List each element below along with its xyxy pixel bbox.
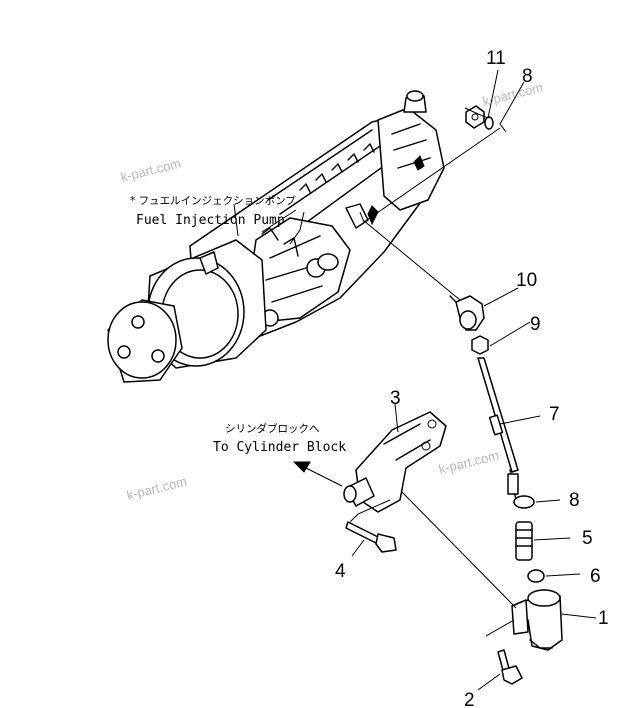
ball-joint-10 (449, 295, 485, 331)
callout-7: 7 (549, 404, 560, 425)
nut-9 (471, 335, 489, 355)
cylinder-block-label-en: To Cylinder Block (213, 440, 346, 455)
watermark: k-part.com (437, 448, 500, 477)
callout-2: 2 (464, 690, 475, 708)
callout-11: 11 (486, 48, 506, 69)
callout-10: 10 (516, 270, 537, 291)
leader-lines (233, 69, 597, 691)
pump-label-en: Fuel Injection Pump (136, 213, 285, 228)
stop-body-1 (511, 589, 563, 651)
cylinder-block-label-jp: シリンダブロックへ (225, 422, 320, 435)
callout-8-top: 8 (522, 66, 533, 87)
washer-8-mid (513, 495, 535, 509)
nut-11 (465, 105, 485, 129)
bolt-4 (345, 521, 397, 553)
watermark: k-part.com (119, 156, 182, 185)
pump-label-jp: * フュエルインジェクションポンプ (130, 195, 296, 207)
adjuster-5 (515, 521, 533, 561)
washer-8-top (484, 116, 494, 130)
callout-9: 9 (530, 314, 541, 335)
callout-6: 6 (590, 566, 601, 587)
bolt-2 (497, 649, 523, 685)
rod-7 (477, 357, 519, 501)
callout-5: 5 (582, 528, 593, 549)
fuel-injection-pump (107, 90, 445, 383)
callout-1: 1 (598, 608, 609, 629)
ring-6 (527, 569, 545, 583)
callout-3: 3 (390, 388, 401, 409)
callout-4: 4 (335, 561, 346, 582)
callout-8-mid: 8 (569, 490, 580, 511)
bracket-3 (343, 411, 447, 513)
watermark: k-part.com (125, 474, 188, 503)
